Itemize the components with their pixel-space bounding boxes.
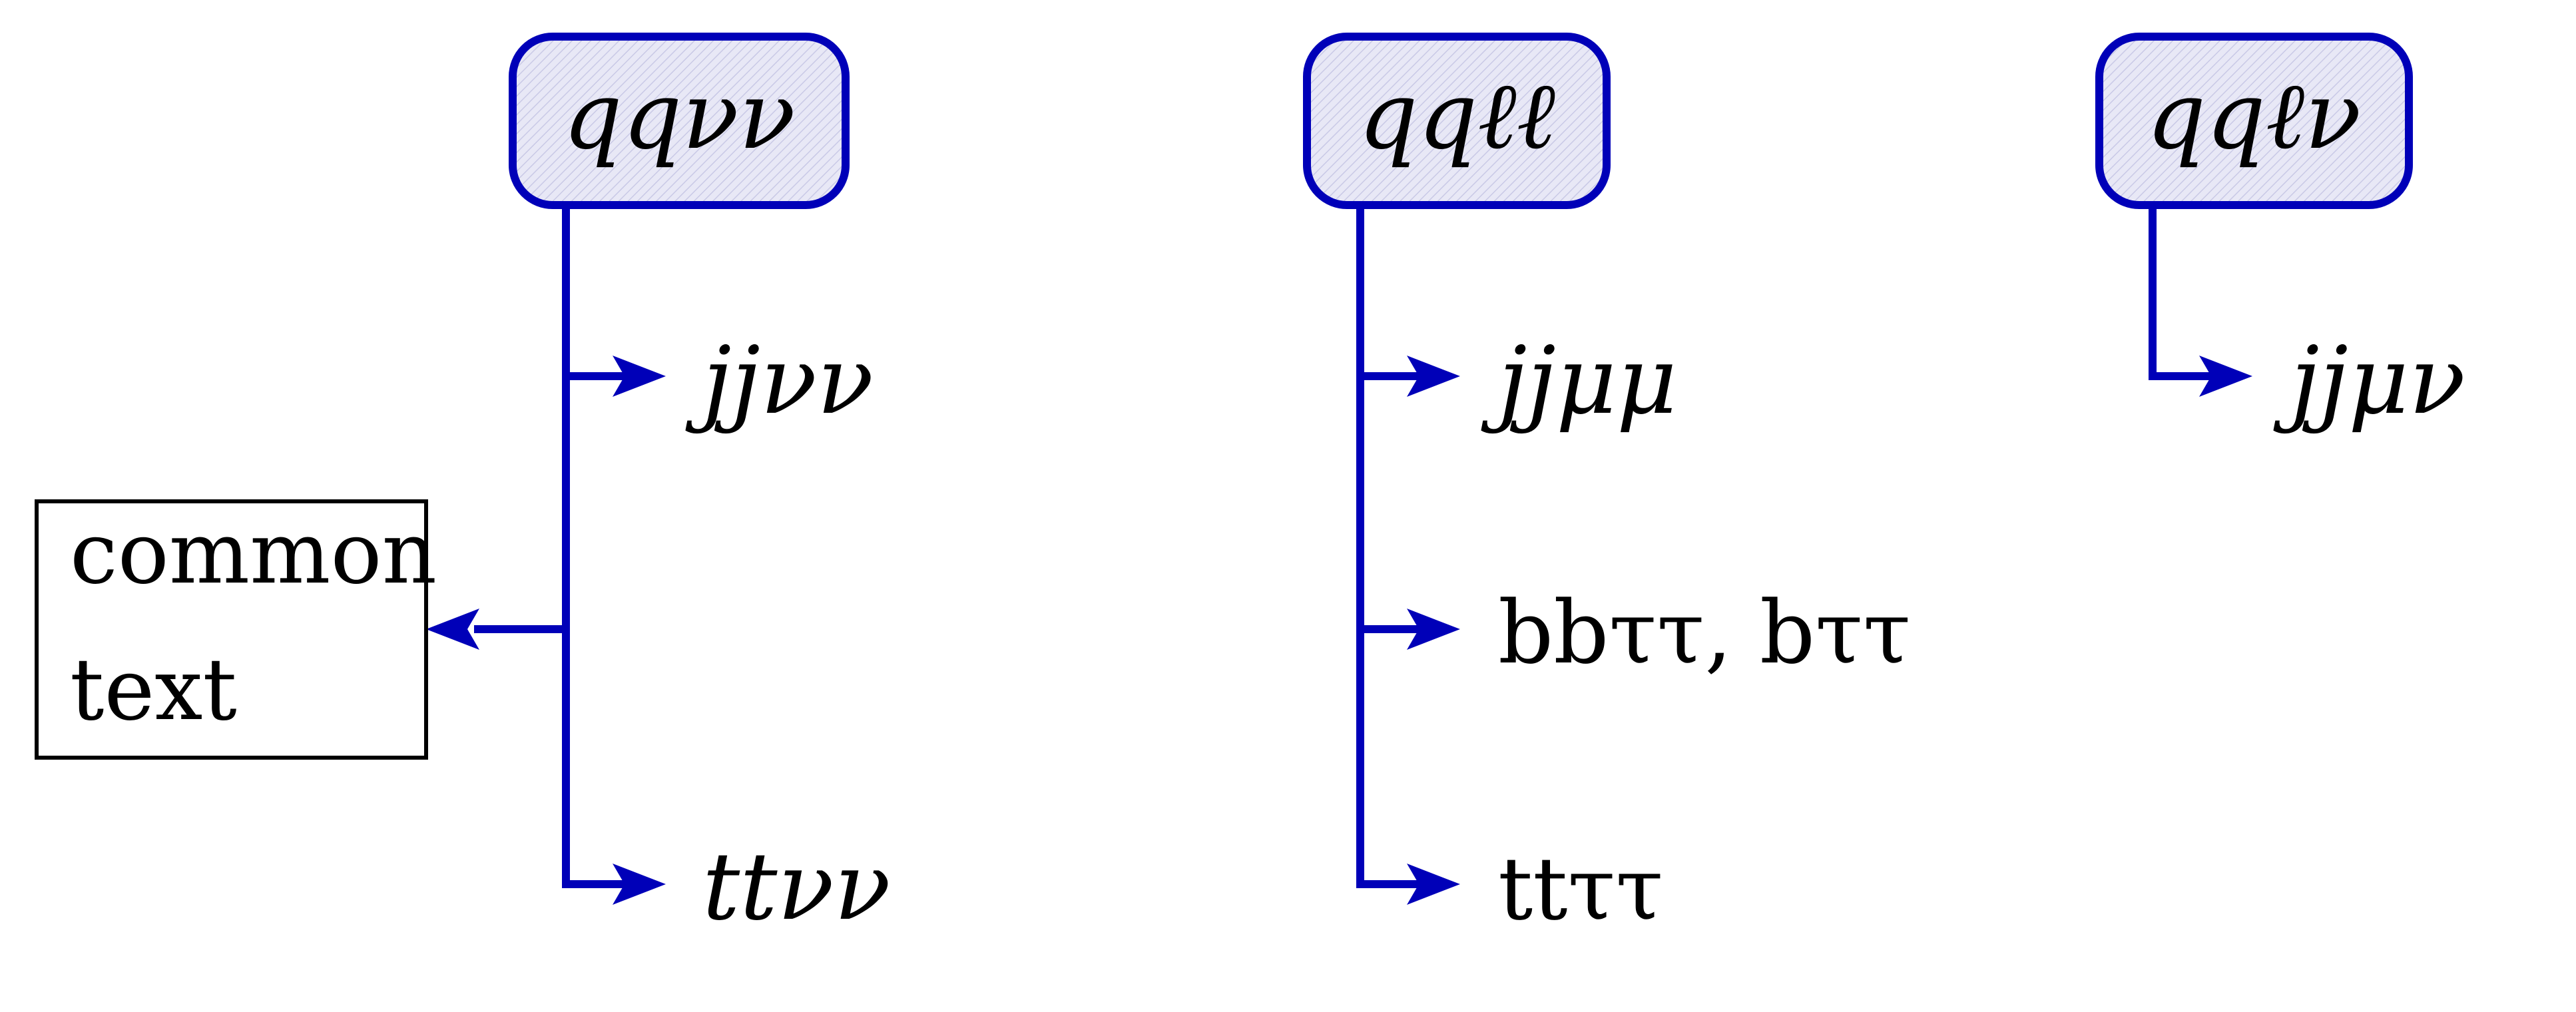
common-box-frame bbox=[35, 499, 428, 760]
common-arrowhead bbox=[426, 609, 479, 650]
branch-arrowhead bbox=[2199, 356, 2252, 397]
root-node-label: qqℓℓ bbox=[1358, 62, 1555, 170]
leaf-label: bbττ, bττ bbox=[1498, 582, 1911, 683]
branch-arrowhead bbox=[1407, 864, 1460, 905]
leaf-label: jjνν bbox=[685, 327, 874, 435]
root-node-label: qqℓν bbox=[2147, 62, 2362, 170]
column-qqll: qqℓℓ jjμμ bbττ, bττ ttττ bbox=[1303, 33, 1911, 939]
branch-arrowhead bbox=[613, 864, 666, 905]
leaf-label: jjμμ bbox=[1481, 327, 1677, 435]
branch-arrowhead bbox=[613, 356, 666, 397]
column-qqlnu: qqℓν jjμν bbox=[2095, 33, 2465, 435]
leaf-label: ttττ bbox=[1498, 838, 1663, 939]
root-node-box bbox=[509, 33, 850, 209]
leaf-label: jjμν bbox=[2273, 327, 2465, 435]
common-box-line2: text bbox=[70, 640, 237, 740]
common-box-line1: common bbox=[70, 504, 437, 603]
leaf-label: ttνν bbox=[702, 833, 891, 941]
column-qqnunu: qqνν jjνν ttνν bbox=[426, 33, 891, 941]
root-node-label: qqνν bbox=[563, 62, 795, 170]
common-text-box: common text bbox=[35, 499, 437, 760]
branch-arrowhead bbox=[1407, 609, 1460, 650]
root-node-box bbox=[2095, 33, 2413, 209]
branch-arrowhead bbox=[1407, 356, 1460, 397]
root-node-box bbox=[1303, 33, 1611, 209]
